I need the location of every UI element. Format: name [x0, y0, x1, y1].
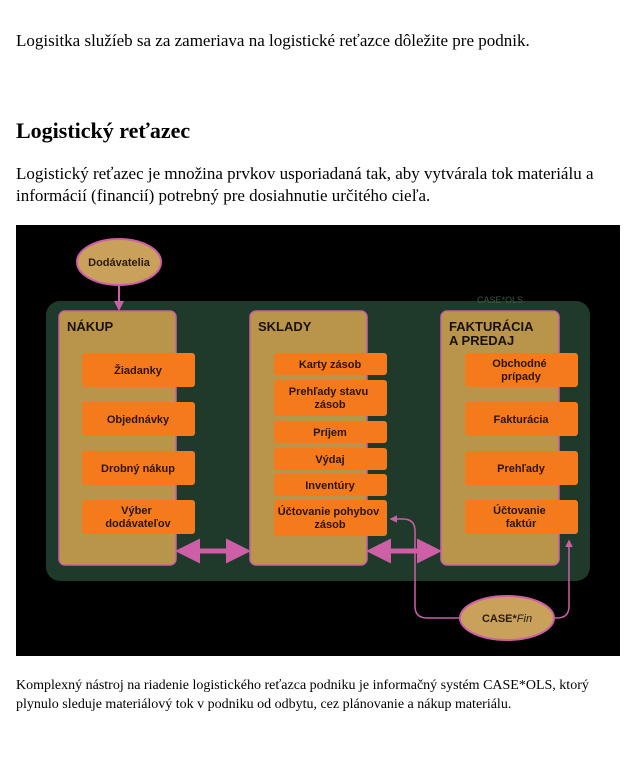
- nakup-item-box: [82, 500, 195, 534]
- fakturacia-item-box: [465, 500, 578, 534]
- fakturacia-items: Obchodné prípady Fakturácia Prehľady Účt…: [465, 353, 578, 534]
- sklady-item-box: [274, 474, 387, 496]
- fakturacia-item-line: prípady: [501, 371, 542, 383]
- caption-paragraph: Komplexný nástroj na riadenie logistické…: [16, 678, 589, 712]
- intro-paragraph: Logisitka služíeb sa za zameriava na log…: [16, 31, 530, 50]
- sklady-item-box: [274, 421, 387, 443]
- sklady-item-label: Prehľady stavu zásob: [289, 386, 372, 411]
- nakup-item-label: Drobný nákup: [101, 463, 175, 475]
- nakup-item-label: Výber dodávateľov: [105, 505, 171, 530]
- sklady-items: Karty zásob Prehľady stavu zásob Príjem …: [274, 353, 387, 536]
- nakup-item-box: [82, 402, 195, 436]
- column-fakturacia-title-line2: A PREDAJ: [449, 333, 514, 348]
- sklady-item-label: Karty zásob: [299, 359, 362, 371]
- logistics-chain-diagram: CASE*OLS Dodávatelia NÁKUP Žiadanky Obje…: [16, 225, 620, 656]
- sklady-item-line: Účtovanie pohybov: [278, 505, 380, 518]
- nakup-item-box: [82, 451, 195, 485]
- case-fin-prefix: CASE*: [482, 613, 518, 625]
- fakturacia-item-label: Obchodné prípady: [492, 358, 549, 383]
- nakup-items: Žiadanky Objednávky Drobný nákup Výber d…: [82, 353, 195, 534]
- sklady-item-label: Účtovanie pohybov zásob: [278, 505, 383, 531]
- definition-paragraph: Logistický reťazec je množina prvkov usp…: [16, 164, 594, 205]
- column-sklady-title: SKLADY: [258, 319, 312, 334]
- panel-watermark: CASE*OLS: [477, 295, 523, 305]
- fin-to-sklady-connector: [389, 515, 460, 619]
- case-fin-suffix: Fin: [517, 613, 532, 625]
- nakup-item-line: dodávateľov: [105, 518, 171, 530]
- sklady-item-label: Príjem: [313, 427, 347, 439]
- sklady-item-box: [274, 353, 387, 375]
- sklady-item-line: zásob: [314, 399, 345, 411]
- fakturacia-item-label: Prehľady: [497, 463, 546, 475]
- fakturacia-item-box: [465, 451, 578, 485]
- sklady-item-label: Výdaj: [315, 454, 344, 466]
- nakup-item-label: Žiadanky: [114, 364, 163, 377]
- column-nakup-title: NÁKUP: [67, 319, 114, 334]
- fakturacia-item-label: Fakturácia: [493, 414, 549, 426]
- fakturacia-item-box: [465, 402, 578, 436]
- nakup-item-box: [82, 353, 195, 387]
- case-fin-label: CASE*Fin: [482, 613, 532, 625]
- fakturacia-item-line: Účtovanie: [493, 504, 546, 517]
- column-fakturacia-title-line1: FAKTURÁCIA: [449, 319, 534, 334]
- fin-to-fakturacia-connector: [555, 539, 573, 619]
- sklady-item-box: [274, 380, 387, 416]
- sklady-item-box: [274, 448, 387, 470]
- sklady-item-line: Prehľady stavu: [289, 386, 368, 398]
- section-heading: Logistický reťazec: [16, 118, 191, 143]
- fakturacia-item-label: Účtovanie faktúr: [493, 504, 549, 530]
- supplier-label: Dodávatelia: [88, 257, 151, 269]
- case-fin-oval: [459, 595, 555, 641]
- sklady-item-box: [274, 500, 387, 536]
- sklady-item-label: Inventúry: [305, 480, 355, 492]
- fakturacia-item-line: faktúr: [506, 518, 537, 530]
- nakup-item-label: Objednávky: [107, 414, 170, 426]
- sklady-item-line: zásob: [314, 519, 345, 531]
- nakup-item-line: Výber: [121, 505, 152, 517]
- fakturacia-item-line: Obchodné: [492, 358, 546, 370]
- fakturacia-item-box: [465, 353, 578, 387]
